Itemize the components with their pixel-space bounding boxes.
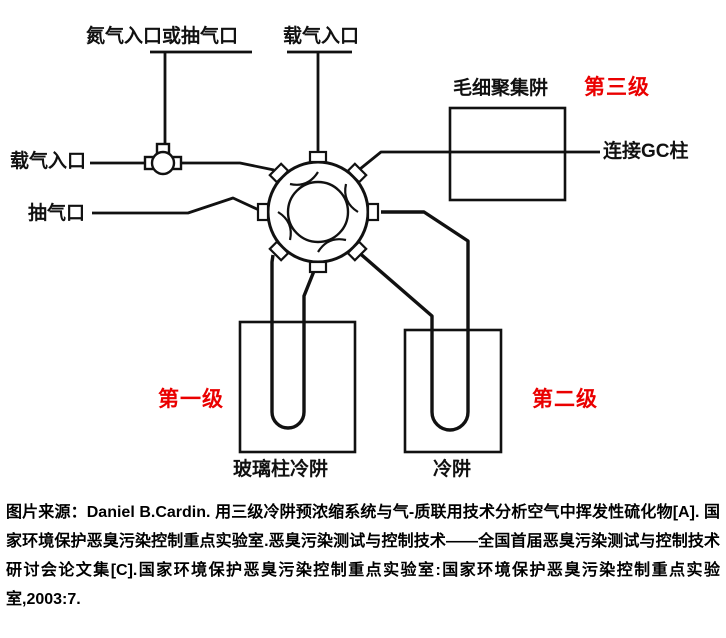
pump-port-line (92, 196, 260, 215)
label-nitrogen-inlet: 氮气入口或抽气口 (86, 26, 239, 47)
capillary-trap-box (448, 106, 567, 202)
carrier-top-line (287, 50, 352, 153)
cold-trap-box (403, 328, 503, 454)
u-tube-stage2 (354, 210, 470, 432)
label-carrier-inlet-left: 载气入口 (10, 151, 87, 172)
label-carrier-inlet-top: 载气入口 (283, 26, 360, 47)
label-stage2: 第二级 (532, 388, 598, 411)
label-stage1: 第一级 (158, 388, 224, 411)
label-pump-port: 抽气口 (28, 203, 86, 224)
label-stage3: 第三级 (584, 76, 650, 99)
caption: 图片来源：Daniel B.Cardin. 用三级冷阱预浓缩系统与气-质联用技术… (6, 504, 720, 608)
rotary-valve (256, 150, 380, 274)
trap-tubes (270, 210, 470, 432)
label-capillary-trap: 毛细聚集阱 (453, 78, 549, 99)
nitrogen-inlet-line (150, 50, 252, 146)
label-glass-column-trap: 玻璃柱冷阱 (233, 459, 329, 480)
u-tube-stage1 (270, 254, 318, 430)
diagram-canvas (90, 50, 600, 454)
gas-lines (90, 50, 600, 215)
gc-column-line (359, 150, 600, 171)
valve-ports (256, 150, 380, 274)
valve-inner-ring (286, 180, 350, 244)
tee-to-valve-line (181, 161, 275, 172)
glass-trap-box (238, 320, 357, 454)
label-cold-trap: 冷阱 (433, 459, 472, 480)
valve-channels (277, 171, 359, 253)
label-gc-column: 连接GC柱 (603, 141, 689, 162)
tee-fitting (143, 142, 183, 176)
